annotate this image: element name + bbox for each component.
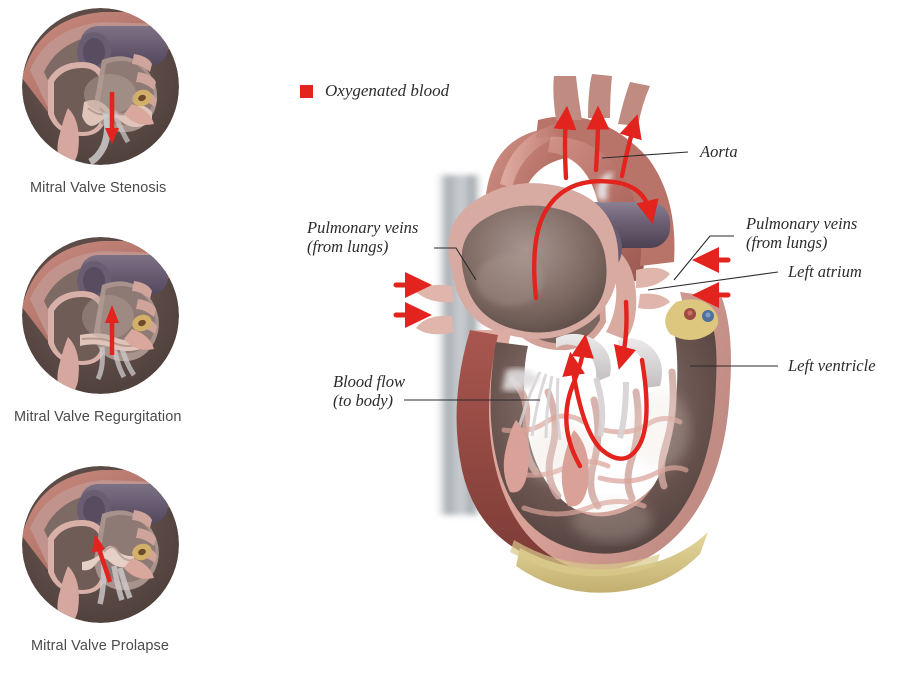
callout-leader-lines — [404, 151, 779, 401]
callout-blood-flow-line1: Blood flow — [333, 372, 405, 391]
blood-flow-arrows — [532, 105, 659, 469]
legend: Oxygenated blood — [300, 81, 449, 101]
legend-label: Oxygenated blood — [325, 81, 450, 100]
callout-pulmonary-veins-left: Pulmonary veins (from lungs) — [307, 218, 418, 256]
thumbnail-caption: Mitral Valve Prolapse — [31, 638, 170, 654]
callout-left-ventricle-text: Left ventricle — [788, 356, 876, 375]
thumbnail-caption: Mitral Valve Regurgitation — [14, 409, 182, 425]
descending-vessel-shadow — [434, 175, 484, 515]
callout-aorta-text: Aorta — [700, 142, 738, 161]
callout-left-atrium-text: Left atrium — [788, 262, 862, 281]
callout-pulmonary-veins-right-line1: Pulmonary veins — [746, 214, 858, 233]
mitral-valve-regurgitation-image — [22, 237, 179, 394]
callout-aorta: Aorta — [700, 142, 738, 161]
pulmonary-vein-inflow-arrows — [393, 247, 731, 328]
left-ventricle-wall — [456, 292, 731, 593]
left-atrium-chamber — [416, 183, 670, 339]
thumbnail-panel: Mitral Valve Stenosis — [0, 0, 290, 674]
thumbnail-caption: Mitral Valve Stenosis — [30, 180, 167, 196]
mitral-valve-prolapse-image — [22, 466, 179, 623]
callout-blood-flow: Blood flow (to body) — [333, 372, 405, 410]
pulmonary-artery — [553, 172, 670, 278]
callout-pulmonary-veins-left-line1: Pulmonary veins — [307, 218, 419, 237]
leader-left-atrium — [647, 271, 779, 291]
oxygenated-blood-swatch-icon — [300, 84, 313, 98]
callout-left-ventricle: Left ventricle — [788, 356, 876, 375]
leader-pulmonary-veins-left — [434, 247, 477, 281]
callout-pulmonary-veins-right-line2: (from lungs) — [746, 233, 828, 252]
mitral-valve-stenosis-image — [22, 8, 179, 165]
callout-pulmonary-veins-left-line2: (from lungs) — [307, 237, 389, 256]
coronary-fat-pad — [665, 299, 719, 340]
callout-left-atrium: Left atrium — [788, 262, 862, 281]
mitral-valve-apparatus — [502, 333, 662, 507]
aorta-structure — [483, 74, 675, 351]
left-ventricle-cavity — [490, 320, 717, 554]
callout-blood-flow-line2: (to body) — [333, 391, 394, 410]
leader-aorta — [601, 151, 689, 159]
leader-pulmonary-veins-right — [673, 235, 734, 281]
callout-pulmonary-veins-right: Pulmonary veins (from lungs) — [746, 214, 857, 252]
